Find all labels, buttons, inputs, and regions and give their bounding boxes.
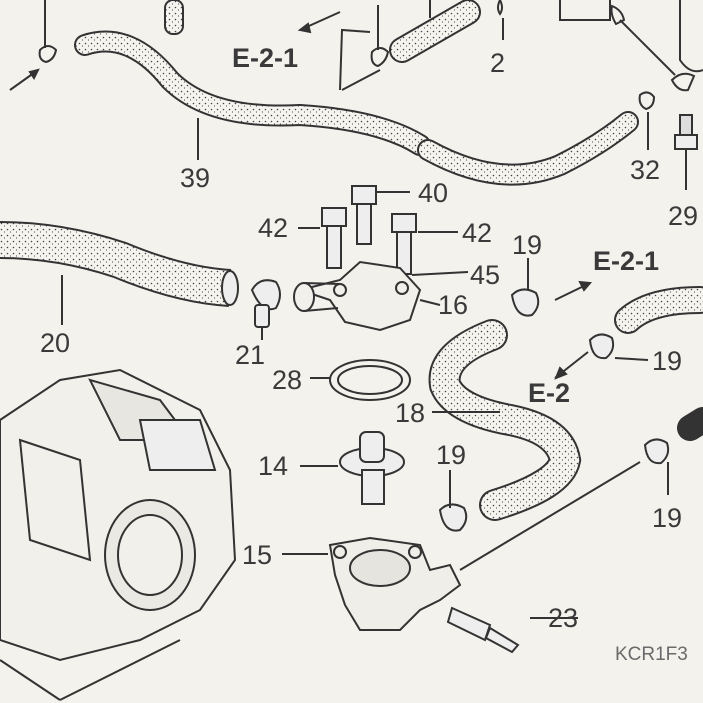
top-right-reservoir xyxy=(559,0,703,92)
part-number-20: 20 xyxy=(40,328,71,358)
hose-2 xyxy=(389,0,504,63)
part-number-23: 23 xyxy=(548,603,579,633)
part-number-42-right: 42 xyxy=(462,218,493,248)
part-number-15: 15 xyxy=(242,540,273,570)
part-number-19-lower: 19 xyxy=(652,503,683,533)
reference-e-2-1-top: E-2-1 xyxy=(232,43,299,73)
hose-20 xyxy=(0,221,239,325)
part-number-14: 14 xyxy=(258,451,289,481)
hose-39 xyxy=(74,30,639,186)
reference-e-2-1-right: E-2-1 xyxy=(593,246,660,276)
part-number-40: 40 xyxy=(418,178,449,208)
part-number-39: 39 xyxy=(180,163,211,193)
part-number-29: 29 xyxy=(668,201,699,231)
thermostat-cover-16 xyxy=(293,260,441,332)
engine-block xyxy=(0,368,237,701)
temperature-sensor-23 xyxy=(446,606,578,654)
thermostat-14 xyxy=(300,431,405,505)
reference-arrows xyxy=(554,280,593,380)
hose-18 xyxy=(428,319,582,521)
part-number-19-top: 19 xyxy=(512,230,543,260)
part-number-19-middle: 19 xyxy=(436,440,467,470)
bolts-40-42 xyxy=(298,185,469,276)
clip-21 xyxy=(250,279,281,340)
part-number-21: 21 xyxy=(235,340,266,370)
part-number-42-left: 42 xyxy=(258,213,289,243)
part-number-45: 45 xyxy=(470,260,501,290)
part-number-28: 28 xyxy=(272,365,303,395)
reference-e-2: E-2 xyxy=(528,378,571,408)
top-left-clip xyxy=(9,0,58,91)
part-number-32: 32 xyxy=(630,155,661,185)
part-number-16: 16 xyxy=(438,290,469,320)
part-number-19-right: 19 xyxy=(652,346,683,376)
clip-near-e21 xyxy=(297,5,390,91)
figure-code: KCR1F3 xyxy=(615,644,688,665)
thermostat-housing-15 xyxy=(282,536,462,631)
part-number-2: 2 xyxy=(490,48,506,78)
right-hose-stubs xyxy=(614,286,703,441)
gasket-28 xyxy=(310,359,411,401)
clip-32-and-bolt-29 xyxy=(638,91,698,190)
part-number-18: 18 xyxy=(395,398,426,428)
clips-19 xyxy=(438,258,670,571)
top-hose-stub xyxy=(164,0,184,35)
